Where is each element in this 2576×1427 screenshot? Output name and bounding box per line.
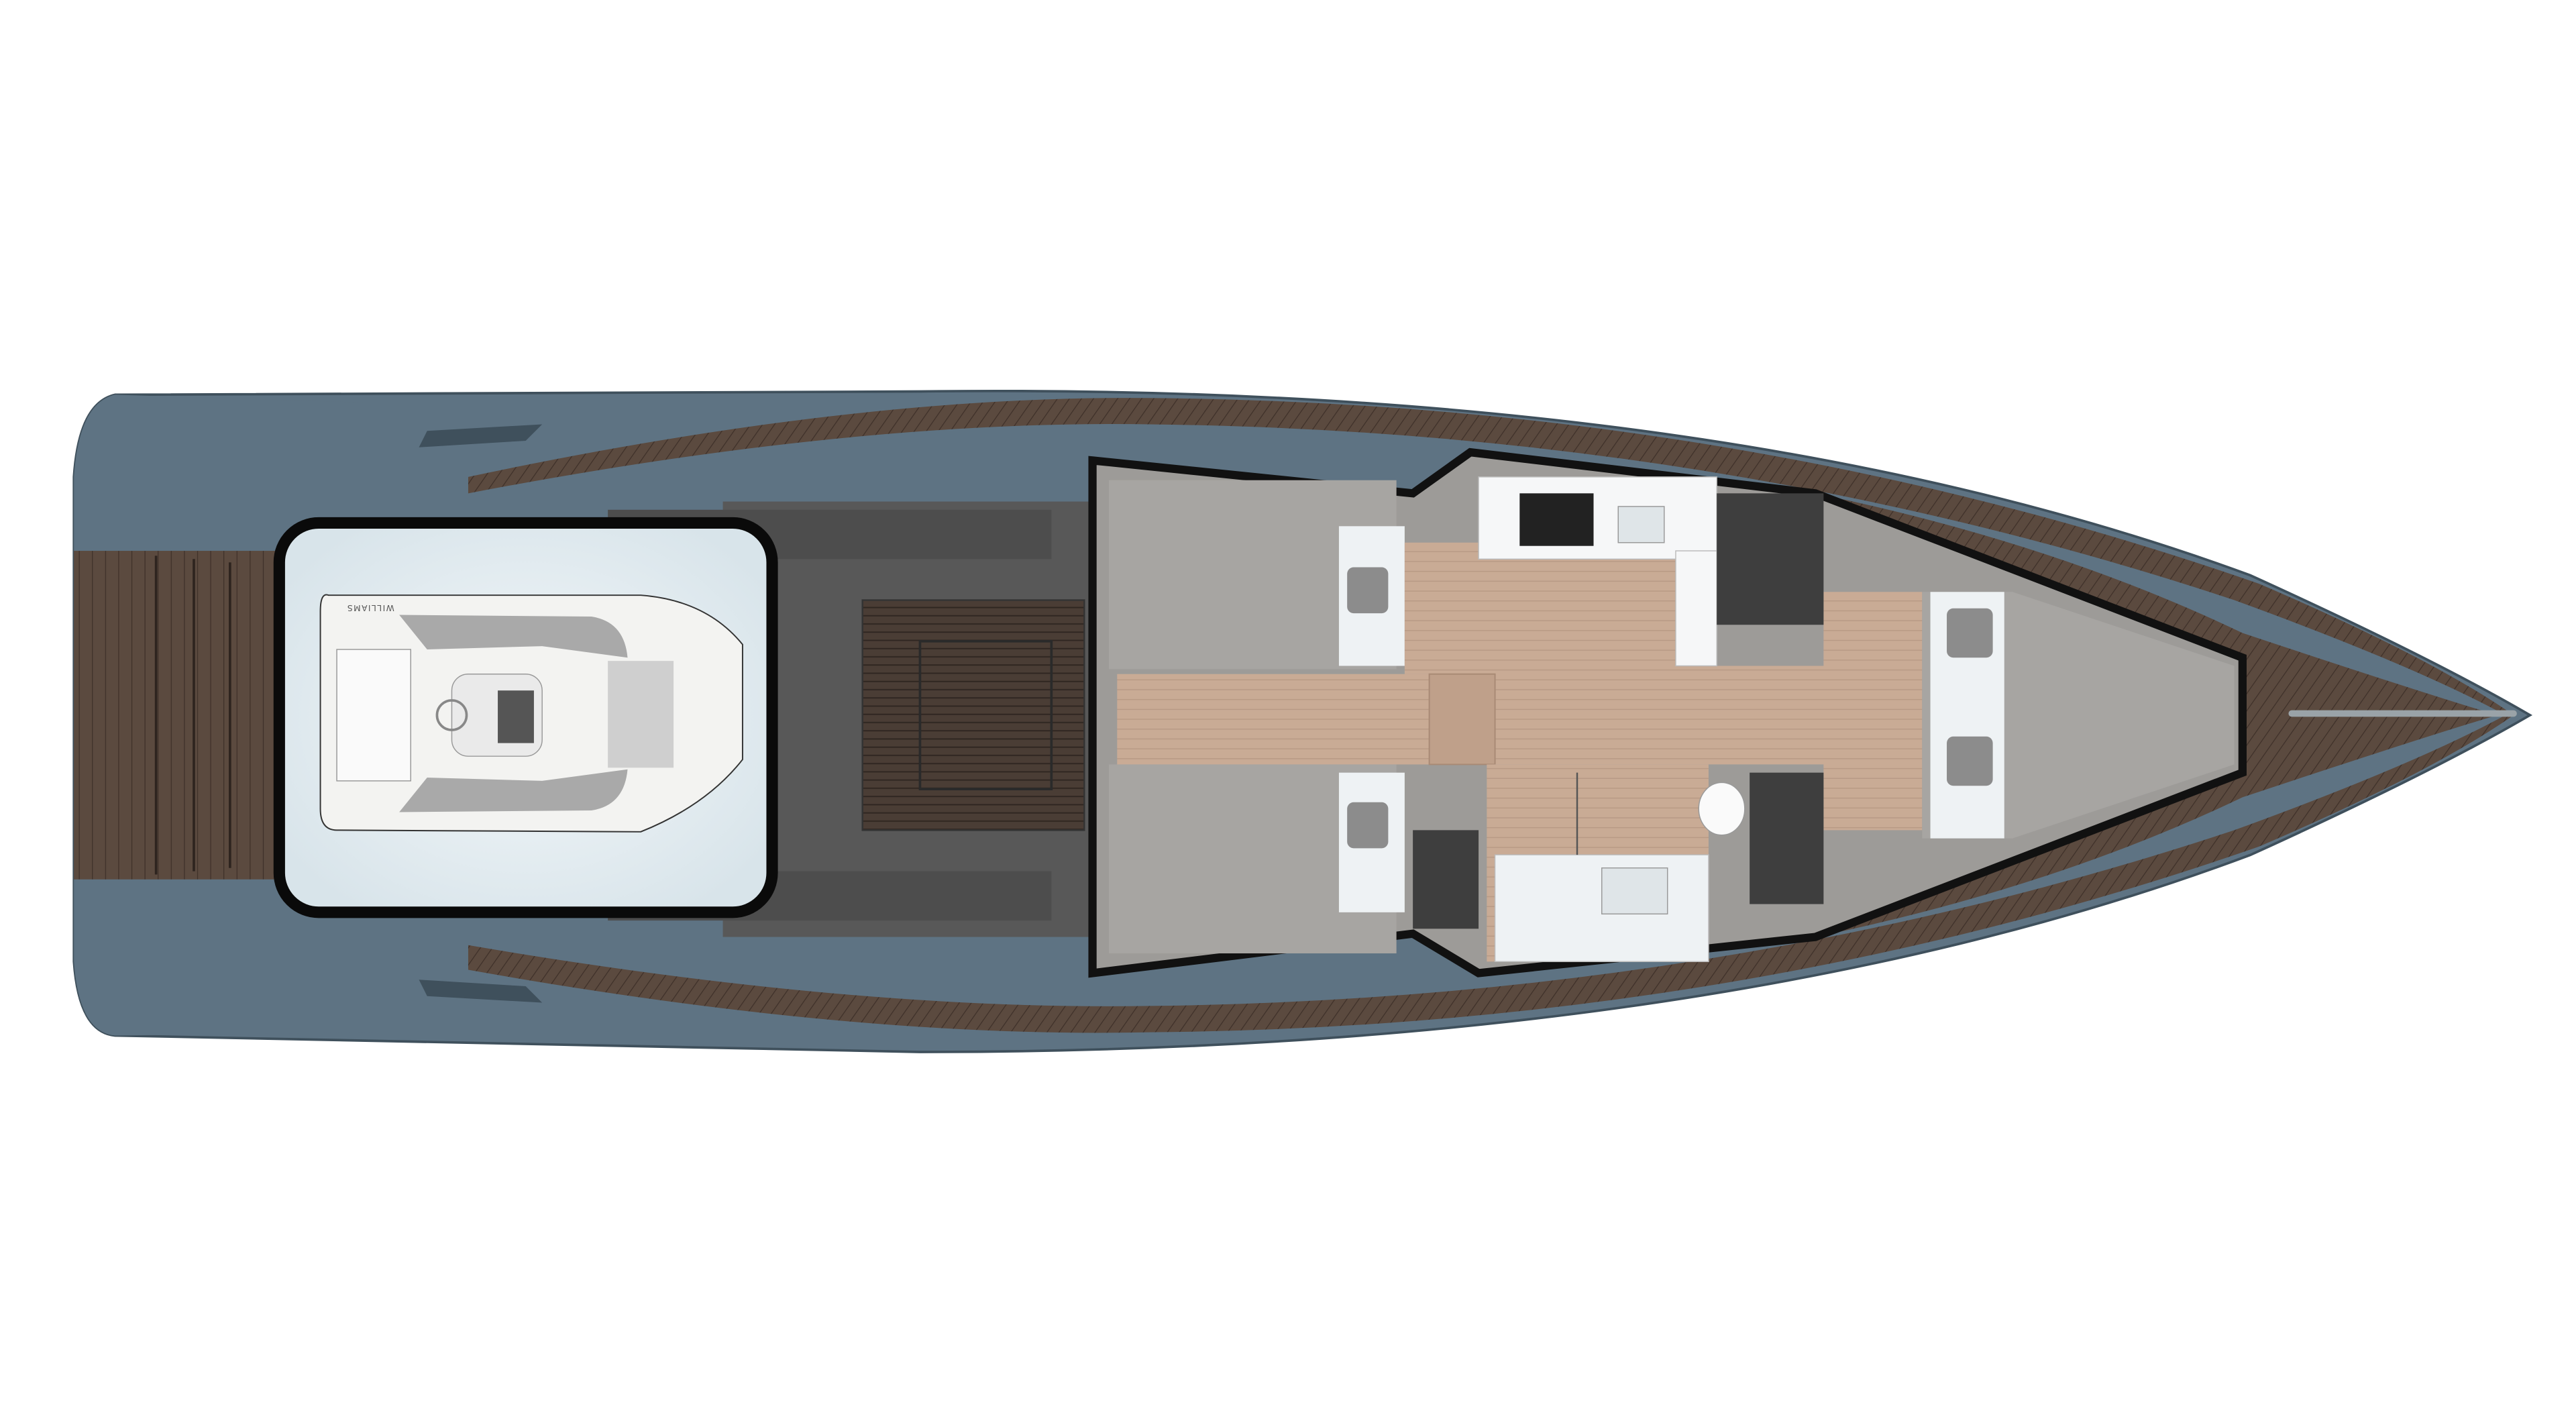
tender-tube-pad-bottom [399,769,628,812]
head-sink [1601,867,1668,915]
pillow [1947,736,1993,786]
tender-bow-locker [608,661,674,768]
cockpit-teak-panel [861,599,1085,831]
interior-floor-aft [1117,674,1479,765]
tender: WILLIAMS [319,594,743,833]
interior-floor [1404,542,1923,831]
tender-rear-seat [336,649,411,782]
stern-steps [154,556,231,875]
companionway-steps [1428,673,1496,765]
galley-side-counter [1675,550,1717,667]
tender-tube-pad-top [399,615,628,658]
tender-steering-wheel-icon [435,699,468,731]
stern-hull-quarter-bottom [74,879,378,1036]
pillow [1347,567,1389,614]
swim-platform [74,551,305,880]
bulkhead [1413,830,1479,929]
hatch-bottom [419,980,543,1003]
tender-logo: WILLIAMS [346,603,394,613]
bulkhead [1750,772,1824,904]
tender-dash [498,690,534,743]
toilet [1698,782,1746,836]
cockpit-hatch [918,639,1053,790]
pillow [1347,802,1389,849]
hatch-top [419,424,543,447]
bulkhead [1717,493,1824,625]
galley-counter [1478,476,1717,560]
cooktop [1519,493,1594,546]
stern-hull-quarter-top [74,394,378,551]
pillow [1947,608,1993,658]
galley-sink [1617,506,1665,543]
